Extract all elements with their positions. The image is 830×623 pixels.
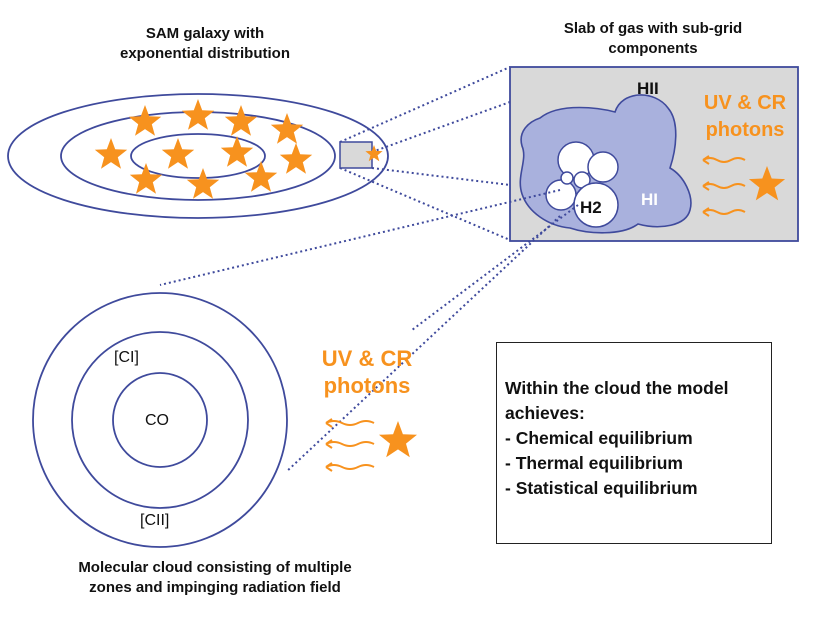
zoom-line-1 — [339, 66, 511, 143]
model-box: Within the cloud the model achieves: Che… — [496, 342, 772, 544]
caption-galaxy-line1: SAM galaxy with — [145, 25, 265, 42]
wave — [325, 439, 375, 449]
bubble — [545, 179, 577, 211]
caption-cloud-line1: Molecular cloud consisting of multiple — [78, 559, 352, 576]
star-icon — [270, 113, 304, 144]
caption-slab: Slab of gas with sub-grid components — [515, 19, 791, 59]
star-icon — [181, 99, 215, 130]
bubble — [587, 151, 619, 183]
star-icon — [220, 136, 254, 167]
galaxy-zoom-box — [339, 141, 373, 169]
bubble — [560, 171, 574, 185]
cloud-label-middle: [CI] — [114, 349, 139, 366]
slab-photon-waves — [702, 155, 746, 217]
galaxy-stars — [94, 99, 383, 199]
star-icon — [161, 138, 195, 169]
zoom-line-3 — [371, 167, 511, 186]
bubble-h2 — [573, 182, 619, 228]
star-icon — [94, 138, 128, 169]
label-h2: H2 — [580, 198, 602, 217]
model-box-item: Chemical equilibrium — [505, 426, 728, 451]
wave — [702, 181, 746, 191]
star-icon — [129, 163, 163, 194]
model-box-heading-line1: Within the cloud the model — [505, 378, 729, 398]
zoom-line-4 — [339, 167, 511, 241]
caption-galaxy: SAM galaxy with exponential distribution — [70, 24, 340, 64]
star-icon — [186, 168, 220, 199]
label-hii: HII — [637, 79, 659, 98]
caption-slab-line2: components — [608, 40, 698, 57]
star-icon — [365, 145, 383, 162]
cloud-radiation-line1: UV & CR — [322, 346, 413, 371]
label-hi: HI — [641, 190, 658, 209]
model-box-item: Thermal equilibrium — [505, 451, 728, 476]
star-icon — [748, 166, 786, 201]
zoom-line-5 — [159, 189, 561, 286]
star-icon — [128, 105, 162, 136]
star-icon — [224, 105, 258, 136]
wave — [325, 462, 375, 472]
slab-radiation-line2: photons — [706, 119, 785, 141]
star-icon — [379, 421, 417, 458]
caption-galaxy-line2: exponential distribution — [119, 45, 290, 62]
model-box-text: Within the cloud the model achieves: Che… — [505, 376, 728, 501]
wave — [702, 207, 746, 217]
cloud-zone-inner — [112, 372, 208, 468]
galaxy-orbit-outer — [7, 93, 389, 219]
star-icon — [279, 143, 313, 174]
caption-cloud: Molecular cloud consisting of multiple z… — [40, 558, 390, 598]
zoom-line-2 — [371, 101, 511, 153]
caption-cloud-line2: zones and impinging radiation field — [89, 579, 341, 596]
slab-star — [748, 166, 786, 201]
model-box-heading-line2: achieves: — [505, 403, 585, 423]
star-icon — [244, 161, 278, 192]
cloud-photon-waves — [325, 418, 375, 472]
wave — [325, 418, 375, 428]
model-box-item: Statistical equilibrium — [505, 476, 728, 501]
molecular-cloud — [32, 292, 288, 548]
cloud-label-outer: [CII] — [140, 512, 169, 529]
galaxy-orbit-inner — [130, 133, 266, 179]
cloud-radiation-line2: photons — [324, 373, 411, 398]
caption-slab-line1: Slab of gas with sub-grid — [563, 20, 743, 37]
cloud-label-inner: CO — [145, 412, 169, 429]
h2-bubbles — [545, 141, 619, 228]
slab-radiation-line1: UV & CR — [704, 92, 787, 114]
zoom-lines-cloud — [159, 189, 579, 473]
cloud-star — [379, 421, 417, 458]
wave — [702, 155, 746, 165]
